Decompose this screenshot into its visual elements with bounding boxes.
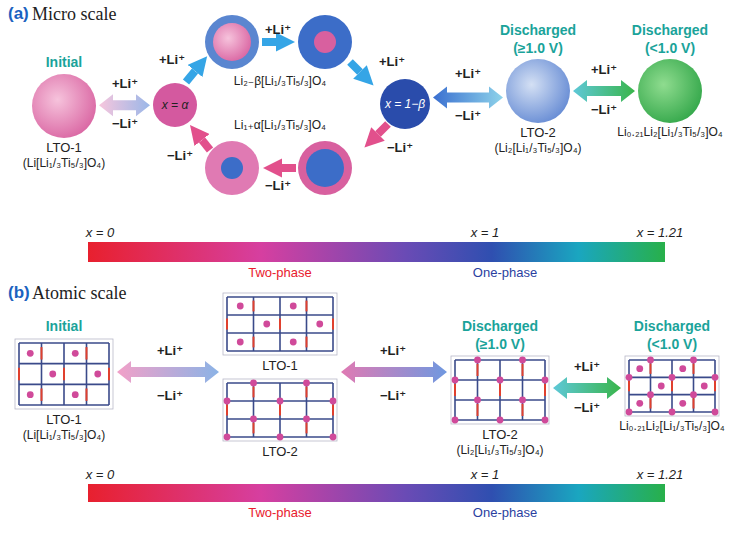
li-label: −Li⁺ — [112, 116, 138, 132]
phase-label: One-phase — [473, 505, 537, 521]
circle-outline — [638, 59, 702, 123]
panel-title: Atomic scale — [32, 283, 126, 305]
li-label: +Li⁺ — [591, 62, 617, 78]
formula-text: (Li[Li₁/₃Ti₅/₃]O₄) — [23, 156, 105, 171]
li-label: +Li⁺ — [455, 66, 481, 82]
phase-label: Two-phase — [248, 265, 312, 281]
phase-label: Two-phase — [248, 505, 312, 521]
li-label: +Li⁺ — [380, 343, 406, 359]
lattice-node: LTO-2 — [222, 376, 338, 460]
core-shell-particles — [205, 15, 352, 195]
cycle-arrows — [186, 42, 388, 168]
particle-circle: x = α — [153, 81, 197, 129]
lattice-shape — [222, 292, 338, 356]
panel-letter: (b) — [8, 283, 30, 303]
circle-outline — [32, 74, 96, 138]
circle-shape — [506, 59, 570, 123]
axis-label: x = 0 — [86, 467, 115, 483]
double-arrow — [573, 80, 635, 102]
double-arrow — [117, 361, 219, 383]
panel-letter: (a) — [8, 4, 29, 24]
li-label: −Li⁺ — [387, 140, 413, 156]
lattice-shape — [14, 338, 114, 410]
formula-text: LTO-2 — [520, 125, 556, 141]
li-label: +Li⁺ — [112, 76, 138, 92]
formula-text: LTO-1 — [262, 358, 298, 374]
crystal-lattice — [14, 338, 114, 410]
double-arrow — [99, 94, 150, 116]
lattice-node: Discharged (<1.0 V) Li₀.₂₁Li₂[Li₁/₃Ti₅/₃]… — [619, 318, 724, 434]
composition-bar — [88, 242, 665, 262]
lattice-node: Discharged (≥1.0 V) LTO-2(Li₂[Li₁/₃Ti₅/₃]… — [450, 318, 550, 458]
li-label: −Li⁺ — [265, 178, 291, 194]
crystal-lattice — [222, 292, 338, 356]
crystal-lattice — [222, 378, 338, 442]
circle-shape: x = 1−β — [380, 79, 430, 129]
formula-text: (Li₂[Li₁/₃Ti₅/₃]O₄) — [456, 443, 543, 458]
particle-circle: x = 1−β — [380, 77, 430, 131]
li-label: +Li⁺ — [159, 52, 185, 68]
particle-circle: Discharged (<1.0 V) Li₀.₂₁Li₂[Li₁/₃Ti₅/₃]… — [617, 22, 722, 140]
state-heading: Initial — [46, 318, 83, 336]
li-label: −Li⁺ — [380, 388, 406, 404]
double-arrow — [553, 377, 621, 399]
crystal-lattice — [450, 355, 550, 425]
lattice-node: LTO-1 — [222, 290, 338, 374]
formula-text: LTO-2 — [482, 427, 518, 443]
state-heading: Discharged (≥1.0 V) — [453, 318, 548, 353]
circle-shape — [638, 59, 702, 123]
double-arrow — [433, 87, 503, 109]
composition-bar — [88, 484, 665, 502]
li-label: +Li⁺ — [265, 22, 291, 38]
formula-label: Li₁₊α[Li₁/₃Ti₅/₃]O₄ — [234, 118, 326, 132]
composition-text: x = α — [153, 83, 197, 127]
composition-text: x = 1−β — [380, 79, 430, 129]
formula-text: Li₀.₂₁Li₂[Li₁/₃Ti₅/₃]O₄ — [617, 125, 722, 140]
lattice-node: InitialLTO-1(Li[Li₁/₃Ti₅/₃]O₄) — [14, 318, 114, 443]
li-label: +Li⁺ — [379, 54, 405, 70]
panel-title: Micro scale — [32, 4, 116, 26]
state-heading: Discharged (≥1.0 V) — [491, 22, 586, 57]
axis-label: x = 1.21 — [637, 467, 684, 483]
particle-circle: Discharged (≥1.0 V) LTO-2(Li₂[Li₁/₃Ti₅/₃]… — [491, 22, 586, 156]
li-label: +Li⁺ — [574, 359, 600, 375]
formula-text: Li₀.₂₁Li₂[Li₁/₃Ti₅/₃]O₄ — [619, 419, 724, 434]
state-heading: Discharged (<1.0 V) — [622, 22, 717, 57]
formula-text: (Li[Li₁/₃Ti₅/₃]O₄) — [23, 428, 105, 443]
axis-label: x = 0 — [86, 225, 115, 241]
circle-shape: x = α — [153, 83, 197, 127]
state-heading: Initial — [46, 54, 83, 72]
circle-outline — [506, 59, 570, 123]
particle-circle: InitialLTO-1(Li[Li₁/₃Ti₅/₃]O₄) — [23, 54, 105, 171]
formula-text: LTO-2 — [262, 444, 298, 460]
lattice-shape — [222, 378, 338, 442]
axis-label: x = 1.21 — [637, 225, 684, 241]
phase-label: One-phase — [473, 265, 537, 281]
li-label: +Li⁺ — [157, 343, 183, 359]
li-label: −Li⁺ — [167, 148, 193, 164]
crystal-lattice — [624, 355, 720, 417]
li-label: −Li⁺ — [574, 400, 600, 416]
circle-shape — [32, 74, 96, 138]
formula-label: Li₂₋β[Li₁/₃Ti₅/₃]O₄ — [234, 74, 326, 88]
axis-label: x = 1 — [471, 467, 500, 483]
formula-text: LTO-1 — [46, 412, 82, 428]
li-label: −Li⁺ — [157, 388, 183, 404]
li-label: −Li⁺ — [591, 102, 617, 118]
state-heading: Discharged (<1.0 V) — [624, 318, 719, 353]
axis-label: x = 1 — [471, 225, 500, 241]
li-label: −Li⁺ — [455, 108, 481, 124]
formula-text: (Li₂[Li₁/₃Ti₅/₃]O₄) — [494, 141, 581, 156]
lattice-shape — [450, 355, 550, 425]
lattice-shape — [624, 355, 720, 417]
formula-text: LTO-1 — [46, 140, 82, 156]
double-arrow — [341, 361, 447, 383]
